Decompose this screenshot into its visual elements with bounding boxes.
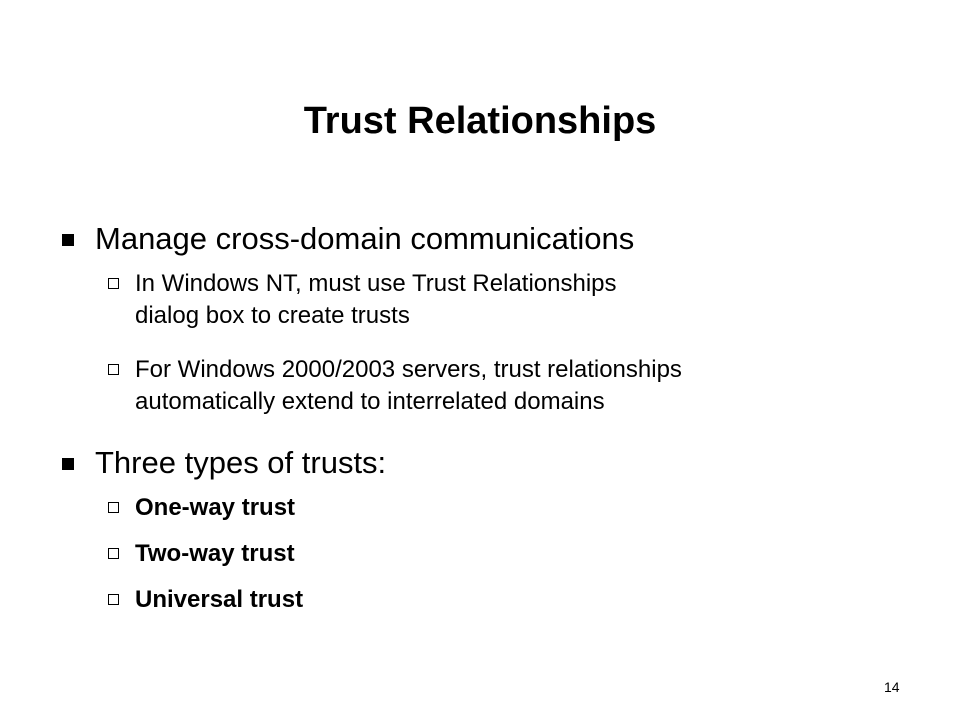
hollow-square-bullet-icon	[108, 548, 119, 559]
sub-bullet-windows-2000: For Windows 2000/2003 servers, trust rel…	[108, 354, 908, 418]
sub-bullet-text: One-way trust	[135, 494, 296, 521]
sub-bullet-line: dialog box to create trusts	[135, 302, 410, 329]
sub-bullet-text: In Windows NT, must use Trust Relationsh…	[135, 268, 875, 332]
sub-bullet-text: For Windows 2000/2003 servers, trust rel…	[135, 354, 875, 418]
bullet-text: Three types of trusts:	[95, 445, 387, 480]
sub-bullet-line: For Windows 2000/2003 servers, trust rel…	[135, 356, 682, 383]
sub-bullet-windows-nt: In Windows NT, must use Trust Relationsh…	[108, 268, 908, 332]
sub-bullet-text: Two-way trust	[135, 540, 295, 567]
sub-bullet-text: Universal trust	[135, 586, 304, 613]
bullet-text: Manage cross-domain communications	[95, 221, 635, 256]
hollow-square-bullet-icon	[108, 594, 119, 605]
slide-title: Trust Relationships	[303, 100, 657, 142]
square-bullet-icon	[62, 458, 74, 470]
page-number: 14	[884, 679, 900, 695]
sub-bullet-line: In Windows NT, must use Trust Relationsh…	[135, 270, 617, 297]
square-bullet-icon	[62, 234, 74, 246]
sub-bullet-line: automatically extend to interrelated dom…	[135, 388, 605, 415]
hollow-square-bullet-icon	[108, 364, 119, 375]
hollow-square-bullet-icon	[108, 278, 119, 289]
hollow-square-bullet-icon	[108, 502, 119, 513]
